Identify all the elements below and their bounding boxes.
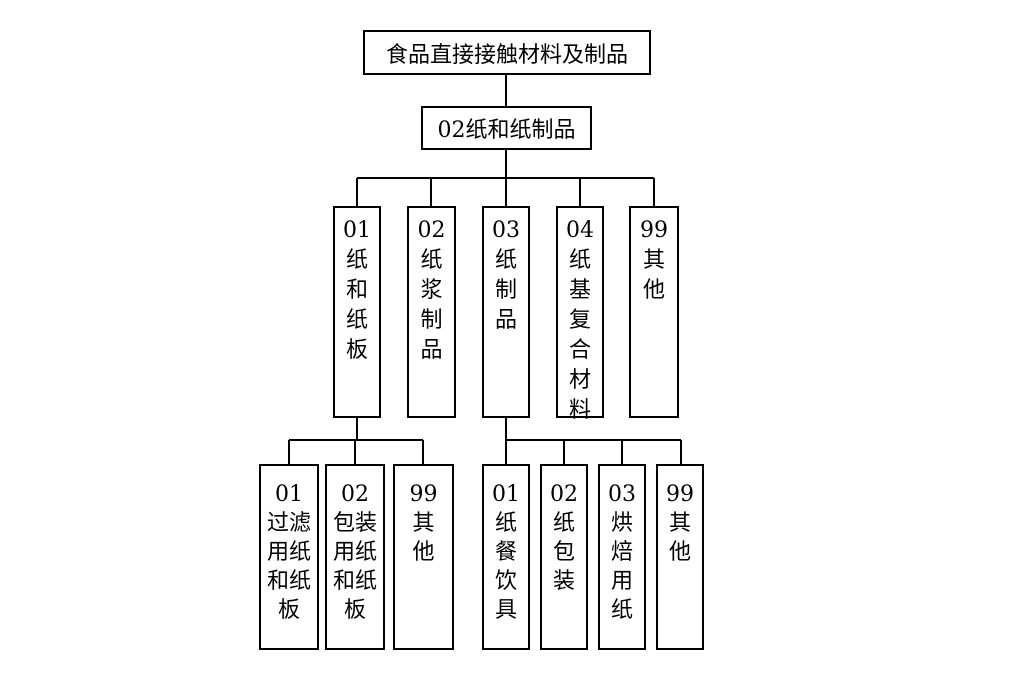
level2-node-03: 03 纸 制 品 [482,206,530,418]
node-code: 01 [492,482,520,507]
level3-node-baking-paper: 03 烘 焙 用 纸 [598,464,646,650]
node-label: 纸 基 复 合 材 料 [568,248,591,423]
node-code: 02 [550,482,578,507]
level1-node: 02纸和纸制品 [421,106,592,150]
node-code: 03 [492,218,520,243]
node-code: 02 [341,482,369,507]
node-label: 纸 制 品 [494,248,517,333]
node-code: 03 [608,482,636,507]
node-code: 02 [417,218,446,243]
node-label: 包装 用纸 和纸 板 [332,511,377,623]
level3-node-other-a: 99 其 他 [393,464,454,650]
node-label: 其 他 [412,511,435,565]
node-label: 纸 浆 制 品 [420,248,443,363]
level3-node-filter-paper: 01 过滤 用纸 和纸 板 [259,464,319,650]
node-code: 01 [275,482,303,507]
level2-node-02: 02 纸 浆 制 品 [407,206,456,418]
level3-node-packaging-paper: 02 包装 用纸 和纸 板 [325,464,385,650]
node-label: 其 他 [642,248,665,303]
node-label: 纸 和 纸 板 [345,248,368,363]
node-code: 99 [640,218,668,243]
node-label: 过滤 用纸 和纸 板 [266,511,311,623]
node-code: 99 [409,482,438,507]
node-label: 纸 包 装 [552,511,575,594]
node-label: 烘 焙 用 纸 [610,511,633,623]
level2-node-04: 04 纸 基 复 合 材 料 [556,206,604,423]
node-code: 04 [566,218,594,243]
node-code: 01 [343,218,371,243]
node-label: 纸 餐 饮 具 [494,511,517,623]
node-code: 99 [666,482,694,507]
level2-node-99: 99 其 他 [629,206,679,418]
level2-node-01: 01 纸 和 纸 板 [333,206,381,418]
node-label: 其 他 [668,511,691,565]
level3-node-paper-tableware: 01 纸 餐 饮 具 [482,464,530,650]
root-node: 食品直接接触材料及制品 [363,30,651,75]
level3-node-paper-packaging: 02 纸 包 装 [540,464,588,650]
level3-node-other-b: 99 其 他 [656,464,704,650]
